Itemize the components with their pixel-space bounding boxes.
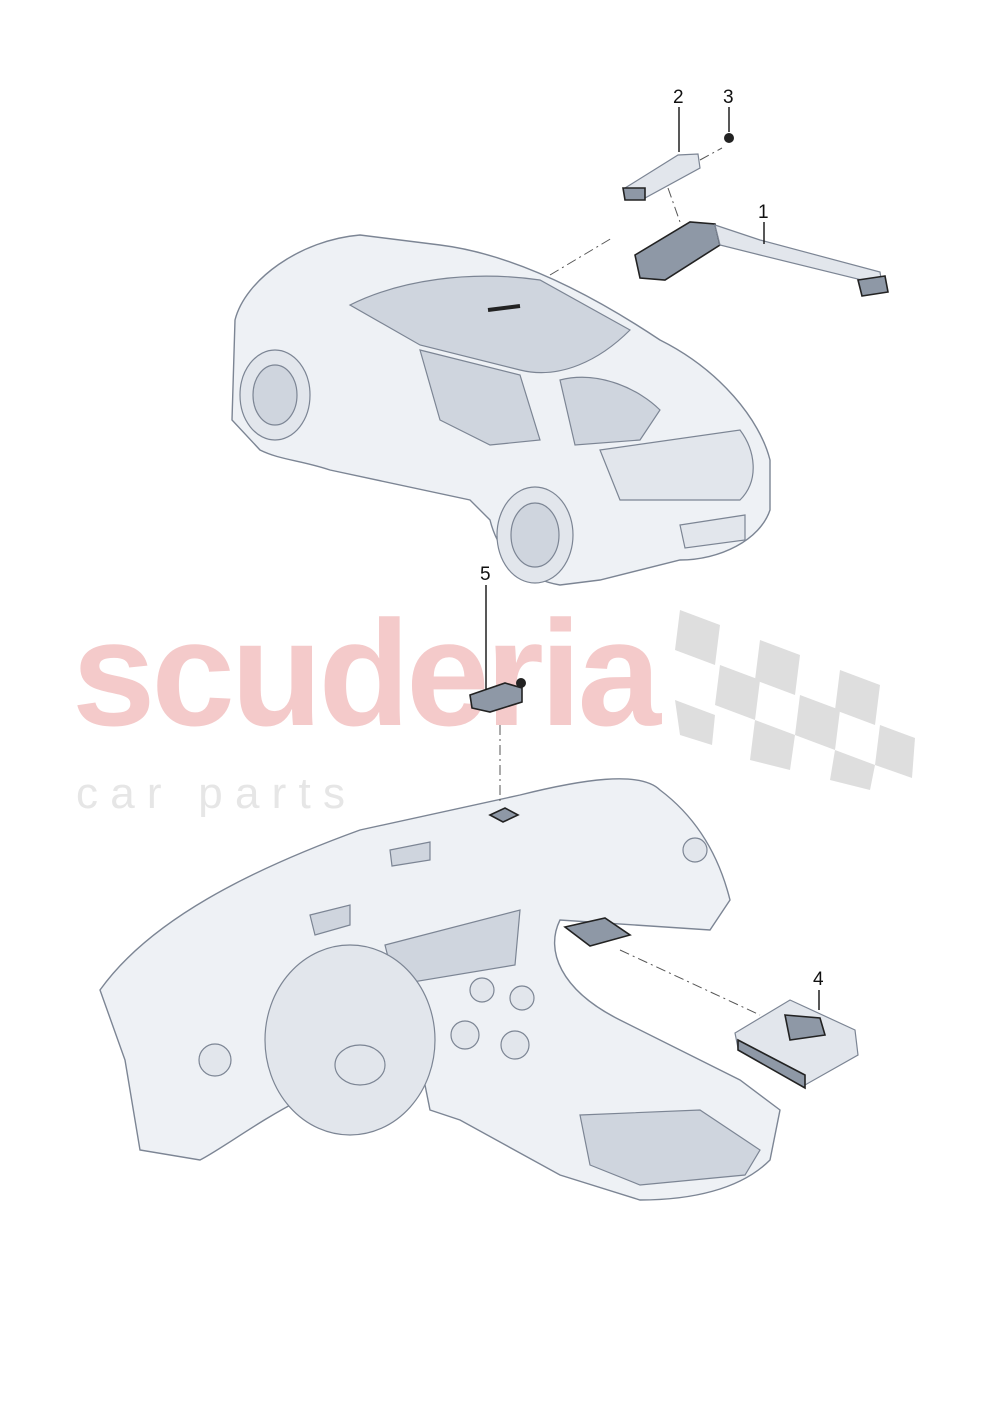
watermark-brand: scuderia [72, 589, 663, 757]
part-5-sensor [469, 678, 526, 713]
watermark-tagline: c a r p a r t s [76, 769, 345, 818]
dashboard-illustration [99, 778, 781, 1201]
part-1-module [634, 221, 889, 297]
car-convertible-illustration [231, 234, 771, 586]
callout-3[interactable]: 3 [723, 87, 734, 132]
part-3-screw [724, 133, 734, 143]
callout-5[interactable]: 5 [480, 564, 491, 690]
callout-1[interactable]: 1 [758, 202, 769, 244]
part-2-bracket [622, 153, 701, 201]
assembly-line [699, 147, 723, 161]
assembly-line [667, 187, 681, 223]
watermark: scuderia c a r p a r t s [72, 589, 915, 818]
callout-label-1[interactable]: 1 [758, 202, 769, 223]
callout-label-5[interactable]: 5 [480, 564, 491, 585]
checkered-flag-logo [675, 610, 915, 790]
callout-label-2[interactable]: 2 [673, 87, 684, 108]
callout-4[interactable]: 4 [813, 969, 824, 1010]
part-4-control-unit [734, 999, 859, 1090]
callout-2[interactable]: 2 [673, 87, 684, 152]
assembly-line [619, 949, 761, 1016]
callout-label-3[interactable]: 3 [723, 87, 734, 108]
assembly-line [549, 237, 613, 276]
callout-label-4[interactable]: 4 [813, 969, 824, 990]
